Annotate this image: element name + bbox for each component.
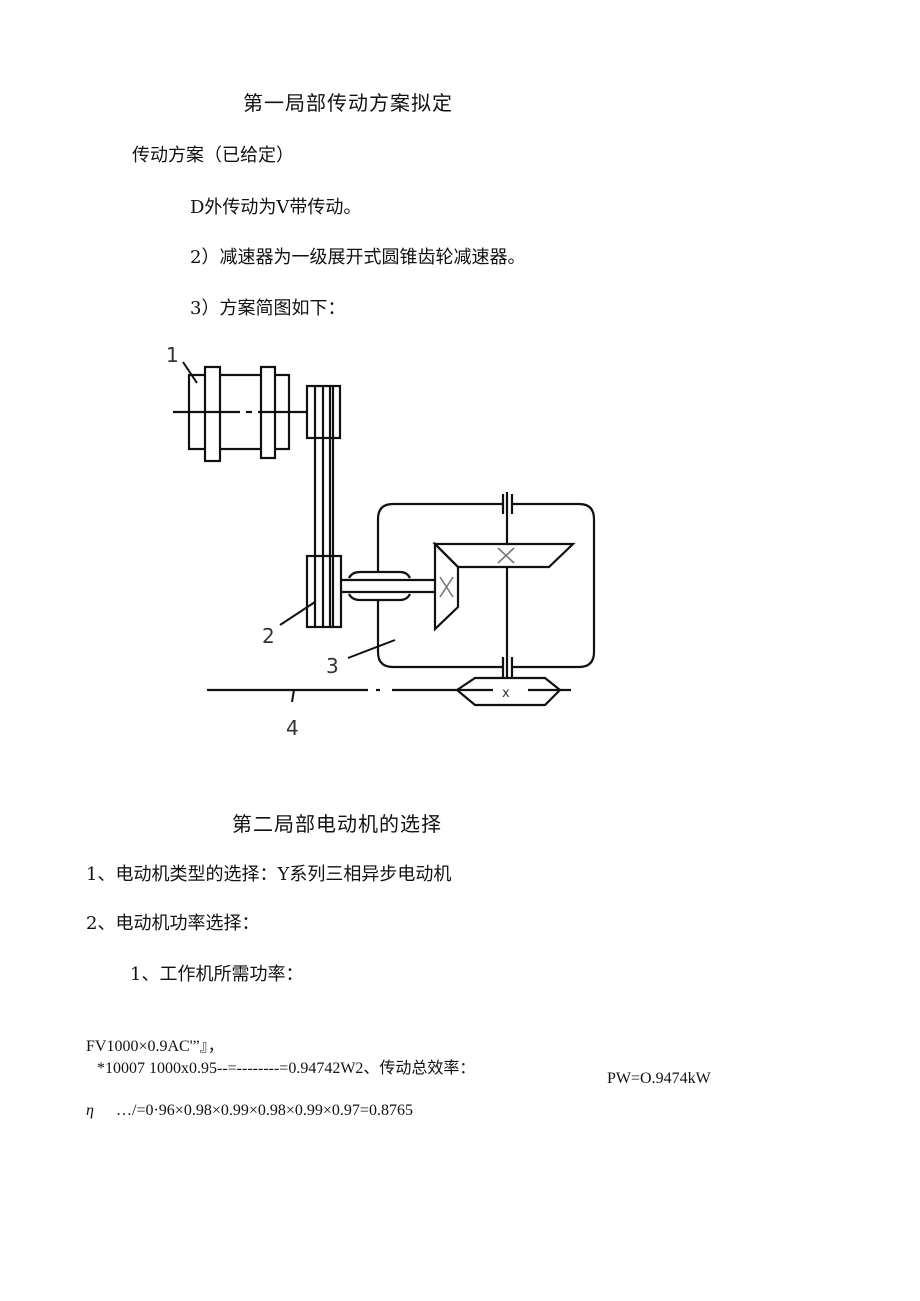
section2-item: 1、电动机类型的选择：Y系列三相异步电动机	[86, 864, 452, 885]
formula-line3: …/=0·96×0.98×0.99×0.98×0.99×0.97=0.8765	[116, 1102, 413, 1119]
label-belt: 2	[262, 624, 275, 648]
v-belt-drive	[305, 384, 343, 629]
label-motor: 1	[166, 343, 179, 367]
section2-item: 2、电动机功率选择：	[86, 913, 260, 934]
label-reducer: 3	[326, 654, 339, 678]
formula-pw: PW=O.9474kW	[607, 1070, 711, 1087]
section1-item: D外传动为V带传动。	[190, 197, 362, 218]
gear-center-mark: x	[502, 686, 510, 701]
label-conveyor: 4	[286, 716, 299, 740]
section2-item: 1、工作机所需功率：	[130, 964, 304, 985]
formula-line1: FV1000×0.9AC'”』，	[86, 1038, 224, 1055]
motor	[173, 365, 307, 463]
formula-line2: *10007 1000x0.95--=--------=0.94742W2、传动…	[97, 1060, 476, 1077]
section1-subtitle: 传动方案（已给定）	[132, 145, 294, 166]
section1-item: 3）方案简图如下：	[190, 298, 346, 319]
reducer-housing	[341, 492, 596, 707]
section1-item: 2）减速器为一级展开式圆锥齿轮减速器。	[190, 247, 526, 268]
section2-title: 第二局部电动机的选择	[232, 812, 442, 836]
formula-eta: η	[86, 1102, 94, 1119]
section1-title: 第一局部传动方案拟定	[243, 91, 453, 115]
